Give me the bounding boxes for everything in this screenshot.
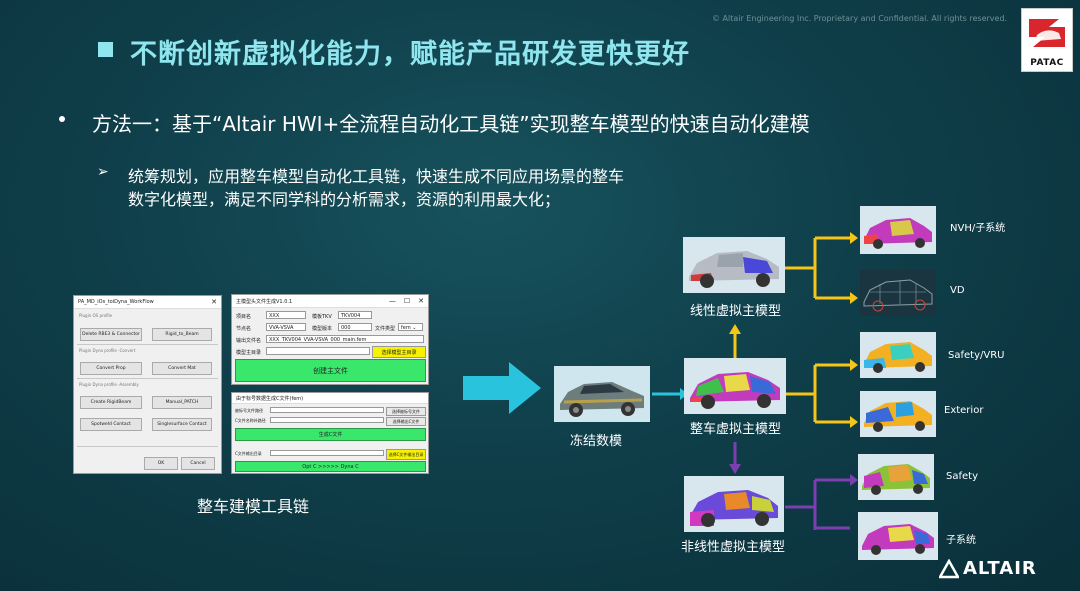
workflow-window: PA_MD_iOs_toiDyna_WorkFlow ✕ Plugin OS p… xyxy=(73,295,222,474)
workflow-window-titlebar: PA_MD_iOs_toiDyna_WorkFlow ✕ xyxy=(74,296,221,309)
convert-prop-button[interactable]: Convert Prop xyxy=(80,362,142,375)
close-icon[interactable]: ✕ xyxy=(211,298,217,306)
toolchain-label: 整车建模工具链 xyxy=(197,497,310,516)
method-text: 方法一：基于“Altair HWI+全流程自动化工具链”实现整车模型的快速自动化… xyxy=(92,112,810,136)
safety-car-image xyxy=(858,454,934,500)
nvh-label: NVH/子系统 xyxy=(950,223,1006,234)
safety-vru-car-image xyxy=(860,332,936,378)
workflow-window-title: PA_MD_iOs_toiDyna_WorkFlow xyxy=(78,299,154,305)
sub-point-line2: 数字化模型，满足不同学科的分析需求，资源的利用最大化； xyxy=(128,190,561,209)
filetype-select[interactable]: fem ⌄ xyxy=(398,323,423,331)
project-input[interactable]: XXX xyxy=(266,311,306,319)
linear-master-car-image xyxy=(683,237,785,293)
frozen-model-label: 冻结数模 xyxy=(570,434,623,449)
section-dyna-convert: Plugin Dyna profile -Convert xyxy=(79,348,136,353)
title-square-icon xyxy=(98,42,113,57)
page-title: 不断创新虚拟化能力，赋能产品研发更快更好 xyxy=(130,39,690,70)
project-label: 项目名 xyxy=(236,314,252,320)
section-dyna-assembly: Plugin Dyna profile -Assembly xyxy=(79,382,139,387)
select-output-button[interactable]: 选择输出C文件 xyxy=(386,417,426,426)
altair-triangle-icon xyxy=(939,558,959,578)
cfile-dir-label: C文件输出目录 xyxy=(235,451,262,456)
altair-logo: ALTAIR xyxy=(939,558,1037,579)
source-path-label: 被标号文件路径 xyxy=(235,408,263,413)
cfile-dir-input[interactable] xyxy=(270,450,384,456)
patac-logo: PATAC xyxy=(1021,8,1073,72)
filetype-value: fem xyxy=(401,325,411,331)
section-os-profile: Plugin OS profile xyxy=(79,313,113,318)
safety-label: Safety xyxy=(946,471,978,482)
delete-rbe3-button[interactable]: Delete RBE3 & Connector xyxy=(80,328,142,341)
c-file-window-title: 由于标号数据生成C文件(fem) xyxy=(236,395,304,402)
main-file-window-titlebar: 主模型头文件生成V1.0.1 — ☐ ✕ xyxy=(232,295,428,308)
model-dir-input[interactable] xyxy=(266,347,370,355)
exterior-label: Exterior xyxy=(944,405,984,416)
source-path-input[interactable] xyxy=(270,407,384,413)
divider xyxy=(77,446,218,447)
nonlinear-master-car-image xyxy=(684,476,784,532)
convert-mat-button[interactable]: Convert Mat xyxy=(152,362,212,375)
vehicle-master-label: 整车虚拟主模型 xyxy=(690,422,782,437)
filetype-label: 文件类型 xyxy=(375,326,396,332)
singlesurface-contact-button[interactable]: Singlesurface Contact xyxy=(152,418,212,431)
model-dir-label: 模型主目录 xyxy=(236,350,262,356)
template-label: 模板TKV xyxy=(312,314,332,320)
ok-button[interactable]: OK xyxy=(144,457,178,470)
generate-cfile-button[interactable]: 生成C文件 xyxy=(235,428,426,441)
patac-emblem-icon xyxy=(1029,19,1065,47)
close-icon[interactable]: ✕ xyxy=(418,297,424,305)
create-rigidbeam-button[interactable]: Create RigidBeam xyxy=(80,396,142,409)
main-file-window-title: 主模型头文件生成V1.0.1 xyxy=(236,298,293,305)
vehicle-master-car-image xyxy=(684,358,786,414)
sub-point-line1: 统筹规划，应用整车模型自动化工具链，快速生成不同应用场景的整车 xyxy=(128,167,625,186)
flow-arrows xyxy=(652,232,858,530)
c-file-window-titlebar: 由于标号数据生成C文件(fem) xyxy=(232,393,428,404)
node-input[interactable]: VVA-VSVA xyxy=(266,323,306,331)
output-label: 输出文件名 xyxy=(236,338,262,344)
altair-wordmark: ALTAIR xyxy=(963,558,1037,579)
cfile-path-label: C文件名称补路径 xyxy=(235,418,266,423)
minimize-icon[interactable]: — xyxy=(388,297,396,305)
node-label: 节点名 xyxy=(236,326,252,332)
subsystem-label: 子系统 xyxy=(946,535,976,546)
manual-patch-button[interactable]: Manual_PATCH xyxy=(152,396,212,409)
rigid-to-beam-button[interactable]: Rigid_to_Beam xyxy=(152,328,212,341)
main-file-window: 主模型头文件生成V1.0.1 — ☐ ✕ 项目名 XXX 模板TKV TKV00… xyxy=(231,294,429,385)
linear-master-label: 线性虚拟主模型 xyxy=(690,304,782,319)
vd-car-image xyxy=(860,270,936,316)
bullet-dot-icon xyxy=(59,116,65,122)
exterior-car-image xyxy=(860,391,936,437)
subsystem-car-image xyxy=(858,512,938,560)
template-input[interactable]: TKV004 xyxy=(338,311,372,319)
spotweld-contact-button[interactable]: Spotweld Contact xyxy=(80,418,142,431)
maximize-icon[interactable]: ☐ xyxy=(403,297,411,305)
create-main-file-button[interactable]: 创建主文件 xyxy=(235,359,426,382)
select-source-button[interactable]: 选择被标号文件 xyxy=(386,407,426,416)
output-filename-field[interactable]: XXX_TKV004_VVA-VSVA_000_main.fem xyxy=(266,335,424,343)
version-label: 模型版本 xyxy=(312,326,333,332)
cfile-path-input[interactable] xyxy=(270,417,384,423)
copyright-notice: © Altair Engineering Inc. Proprietary an… xyxy=(712,14,1008,23)
frozen-model-car-image xyxy=(554,366,650,422)
nvh-car-image xyxy=(860,206,936,254)
nonlinear-master-label: 非线性虚拟主模型 xyxy=(681,540,786,555)
big-right-arrow-icon xyxy=(463,362,541,414)
patac-logo-text: PATAC xyxy=(1030,58,1064,68)
select-model-dir-button[interactable]: 选择模型主目录 xyxy=(372,346,426,358)
select-cfile-dir-button[interactable]: 选择C文件输出目录 xyxy=(386,449,426,460)
vd-label: VD xyxy=(950,285,965,296)
safety-vru-label: Safety/VRU xyxy=(948,350,1005,361)
divider xyxy=(77,378,218,379)
cancel-button[interactable]: Cancel xyxy=(181,457,215,470)
arrow-bullet-icon: ➢ xyxy=(97,164,109,180)
convert-status-bar: Opt C >>>>> Dyna C xyxy=(235,461,426,472)
c-file-window: 由于标号数据生成C文件(fem) 被标号文件路径 选择被标号文件 C文件名称补路… xyxy=(231,392,429,474)
divider xyxy=(77,344,218,345)
version-input[interactable]: 000 xyxy=(338,323,372,331)
